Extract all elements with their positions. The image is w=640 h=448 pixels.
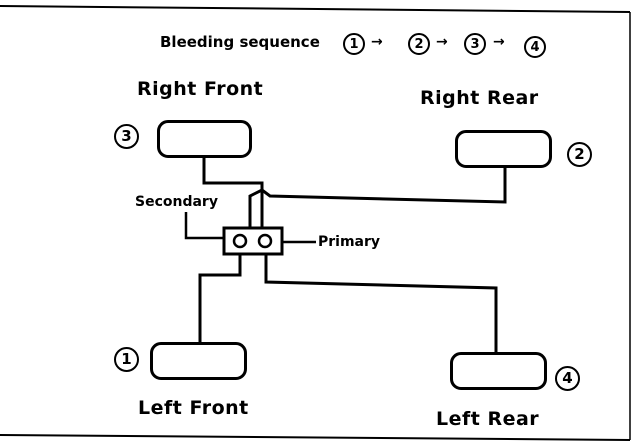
sequence-label: Bleeding sequence (160, 33, 320, 51)
valve-port-right (257, 233, 273, 249)
left-rear-line (264, 254, 498, 355)
left-front-line (198, 254, 242, 345)
right-front-order-badge: 3 (114, 124, 139, 149)
left-front-label: Left Front (138, 397, 249, 419)
bottom-border-line (0, 434, 631, 441)
right-rear-order-badge: 2 (567, 142, 592, 167)
right-front-line (202, 156, 264, 232)
left-front-wheel (150, 342, 247, 380)
sequence-arrow-2: → (436, 34, 448, 50)
left-rear-wheel (450, 352, 547, 390)
sequence-arrow-3: → (493, 34, 505, 50)
primary-label: Primary (318, 234, 381, 250)
right-rear-label: Right Rear (420, 87, 539, 109)
sequence-step-4: 4 (524, 36, 546, 58)
sequence-step-1: 1 (343, 33, 365, 55)
right-rear-line (248, 165, 507, 232)
top-border-line (0, 5, 631, 13)
sequence-step-2: 2 (408, 33, 430, 55)
secondary-label: Secondary (135, 194, 218, 210)
left-rear-label: Left Rear (436, 408, 540, 430)
right-rear-wheel (455, 130, 552, 168)
sequence-arrow-1: → (371, 34, 383, 50)
proportioning-valve (222, 226, 284, 256)
right-front-wheel (157, 120, 252, 158)
secondary-leader (184, 212, 226, 240)
left-front-order-badge: 1 (114, 347, 139, 372)
sequence-step-3: 3 (464, 33, 486, 55)
valve-port-left (232, 233, 248, 249)
left-rear-order-badge: 4 (555, 366, 580, 391)
right-front-label: Right Front (137, 78, 264, 100)
